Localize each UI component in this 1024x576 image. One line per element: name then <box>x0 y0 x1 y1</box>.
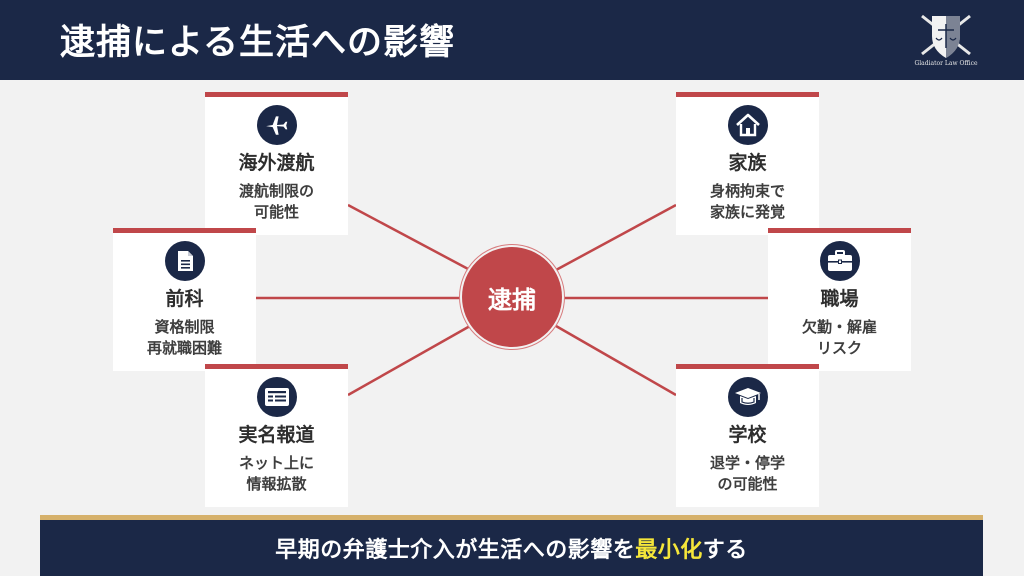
desc-line: の可能性 <box>717 475 778 493</box>
desc-line: 情報拡散 <box>246 475 307 493</box>
desc-line: 身柄拘束で <box>709 182 785 200</box>
footer-text-before: 早期の弁護士介入が生活への影響を <box>275 538 636 563</box>
card-description: 退学・停学 の可能性 <box>676 453 819 495</box>
document-icon <box>164 241 205 281</box>
logo-text: Gladiator Law Office <box>914 60 978 67</box>
desc-line: 再就職困難 <box>146 339 222 357</box>
airplane-icon <box>256 105 297 145</box>
center-node-arrest: 逮捕 <box>462 247 562 347</box>
desc-line: 資格制限 <box>154 318 215 336</box>
card-description: 渡航制限の 可能性 <box>205 181 348 223</box>
card-overseas-travel: 海外渡航 渡航制限の 可能性 <box>205 92 348 235</box>
card-criminal-record: 前科 資格制限 再就職困難 <box>113 228 256 371</box>
card-real-name-report: 実名報道 ネット上に 情報拡散 <box>205 364 348 507</box>
card-description: 身柄拘束で 家族に発覚 <box>676 181 819 223</box>
page-title: 逮捕による生活への影響 <box>60 23 455 63</box>
house-icon <box>727 105 768 145</box>
card-title: 家族 <box>728 152 767 174</box>
card-description: ネット上に 情報拡散 <box>205 453 348 495</box>
card-description: 欠勤・解雇 リスク <box>768 317 911 359</box>
graduation-cap-icon <box>727 377 768 417</box>
desc-line: ネット上に <box>238 454 314 472</box>
law-office-logo: Gladiator Law Office <box>914 10 978 72</box>
card-workplace: 職場 欠勤・解雇 リスク <box>768 228 911 371</box>
card-family: 家族 身柄拘束で 家族に発覚 <box>676 92 819 235</box>
footer-text-after: する <box>702 538 748 563</box>
footer-highlight: 最小化 <box>635 538 703 563</box>
header-bar: 逮捕による生活への影響 Gladiator Law Office <box>0 0 1024 80</box>
card-title: 学校 <box>728 424 767 446</box>
desc-line: 家族に発覚 <box>709 203 785 221</box>
desc-line: 欠勤・解雇 <box>801 318 877 336</box>
card-title: 実名報道 <box>238 424 315 446</box>
card-school: 学校 退学・停学 の可能性 <box>676 364 819 507</box>
desc-line: 可能性 <box>253 203 299 221</box>
newspaper-icon <box>256 377 297 417</box>
desc-line: 退学・停学 <box>709 454 785 472</box>
card-title: 前科 <box>165 288 204 310</box>
shield-scales-icon <box>921 14 971 58</box>
card-title: 海外渡航 <box>238 152 315 174</box>
card-title: 職場 <box>820 288 859 310</box>
desc-line: リスク <box>816 339 862 357</box>
footer-message: 早期の弁護士介入が生活への影響を最小化する <box>275 532 748 564</box>
footer-banner: 早期の弁護士介入が生活への影響を最小化する <box>40 515 983 576</box>
card-description: 資格制限 再就職困難 <box>113 317 256 359</box>
desc-line: 渡航制限の <box>238 182 314 200</box>
briefcase-icon <box>819 241 860 281</box>
